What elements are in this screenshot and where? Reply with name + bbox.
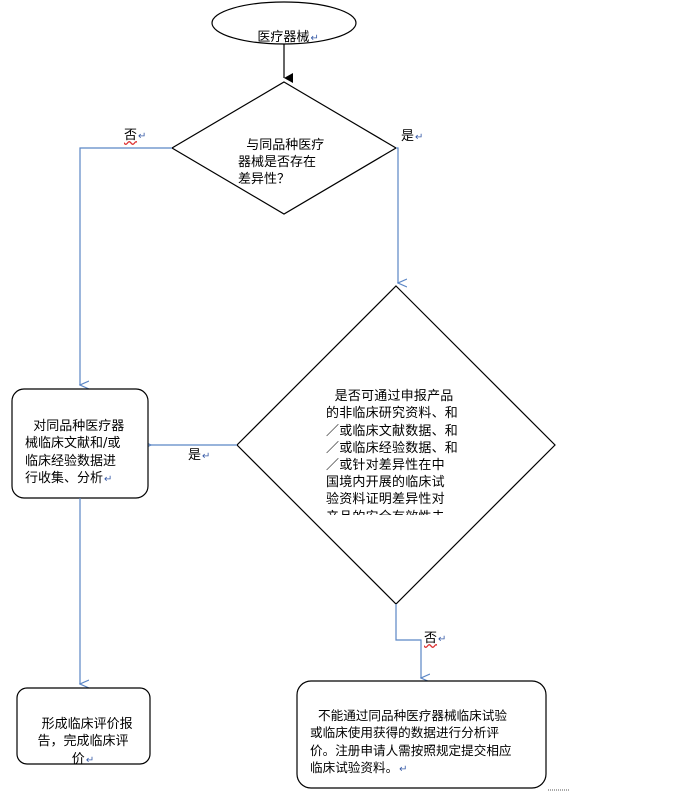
collect-box-label: 对同品种医疗器 械临床文献和/或 临床经验数据进 行收集、分析↵	[25, 400, 143, 489]
decision2-no-text: 否	[424, 631, 438, 646]
decision1-label: 与同品种医疗 器械是否存在 差异性？	[238, 120, 348, 188]
paragraph-mark-icon: ↵	[438, 634, 447, 645]
paragraph-mark-icon: ↵	[202, 451, 211, 462]
decision2-yes-label: 是↵	[188, 448, 210, 464]
report-box-label: 形成临床评价报 告，完成临床评 价↵	[22, 698, 144, 769]
collect-box-text: 对同品种医疗器 械临床文献和/或 临床经验数据进 行收集、分析	[25, 418, 125, 487]
decision1-text: 与同品种医疗 器械是否存在 差异性？	[238, 138, 325, 187]
paragraph-mark-icon: ↵	[415, 132, 424, 143]
trial-box-label: 不能通过同品种医疗器械临床试验 或临床使用获得的数据进行分析评 价。注册申请人需…	[310, 689, 544, 779]
paragraph-mark-icon: ↵	[85, 754, 95, 766]
decision2-text: 是否可通过申报产品 的非临床研究资料、和 ／或临床文献数据、和 ／或临床经验数据…	[326, 389, 459, 515]
trial-box-text: 不能通过同品种医疗器械临床试验 或临床使用获得的数据进行分析评 价。注册申请人需…	[310, 707, 512, 776]
paragraph-mark-icon: ↵	[104, 474, 113, 485]
decision2-yes-text: 是	[188, 448, 202, 463]
report-box	[16, 687, 151, 765]
trial-box	[296, 680, 547, 789]
report-box-text: 形成临床评价报 告，完成临床评 价	[37, 716, 133, 767]
decision2-no-label: 否↵	[424, 631, 446, 647]
start-label-text: 医疗器械	[257, 30, 310, 45]
decision1-no-text: 否	[124, 128, 138, 143]
decision1-no-label: 否↵	[124, 128, 146, 144]
start-label: 医疗器械↵	[232, 12, 336, 47]
connector-decision1-yes	[396, 147, 398, 283]
paragraph-mark-icon: ↵	[310, 33, 319, 44]
connector-decision1-no	[80, 147, 172, 385]
paragraph-mark-icon: ↵	[399, 764, 408, 775]
decision2-label: 是否可通过申报产品 的非临床研究资料、和 ／或临床文献数据、和 ／或临床经验数据…	[326, 371, 476, 515]
decision1-yes-label: 是↵	[401, 129, 423, 145]
decision1-node	[170, 81, 398, 215]
decision1-yes-text: 是	[401, 129, 415, 144]
connector-decision2-no	[395, 604, 421, 678]
paragraph-mark-icon: ↵	[138, 131, 147, 142]
